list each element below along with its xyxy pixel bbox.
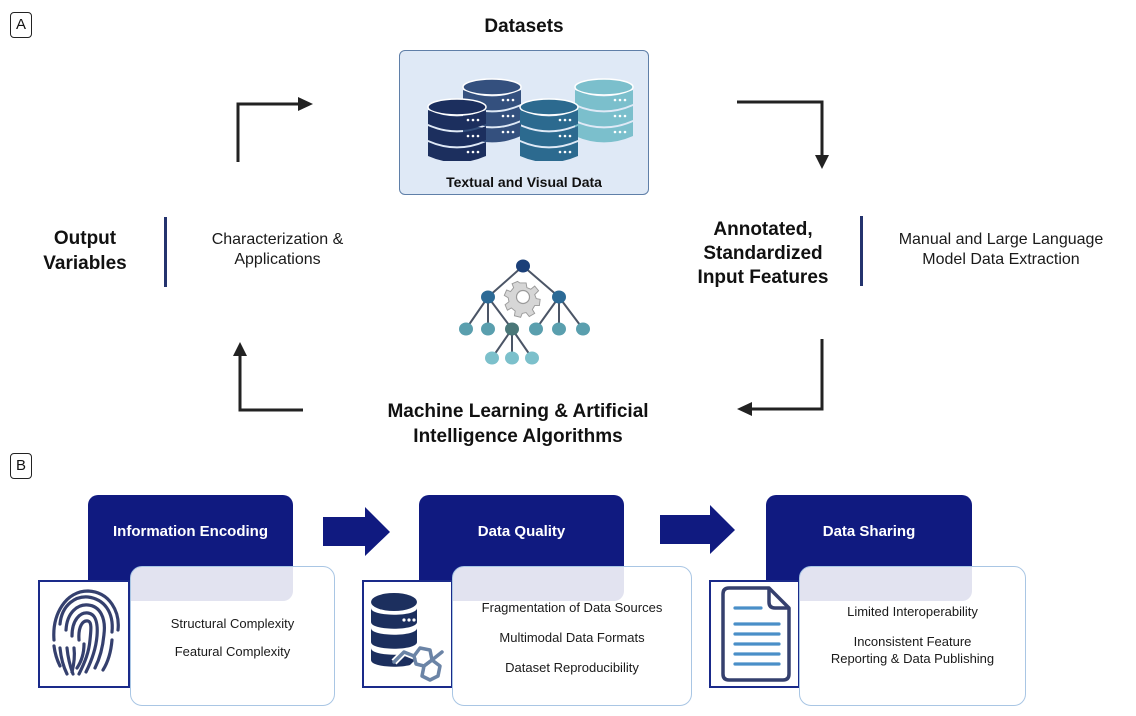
card-body-information-encoding: Structural Complexity Featural Complexit… — [130, 566, 335, 706]
arrowhead-down — [815, 155, 829, 169]
arrowhead-left — [737, 402, 752, 416]
output-variables-divider — [164, 217, 167, 287]
card-item: Reporting & Data Publishing — [830, 651, 995, 666]
card-title: Data Quality — [477, 523, 566, 540]
output-variables-description: Characterization & Applications — [185, 230, 370, 270]
arrow-output-to-datasets — [236, 102, 300, 162]
output-variables-title-line: Output — [53, 228, 117, 249]
card-title: Information Encoding — [113, 523, 268, 540]
panel-b-label: B — [10, 453, 32, 479]
arrow-algorithms-to-output — [238, 354, 303, 412]
input-features-title-line: Standardized — [703, 243, 823, 264]
datasets-title: Datasets — [484, 16, 564, 37]
card-body-data-sharing: Limited Interoperability Inconsistent Fe… — [799, 566, 1026, 706]
datasets-caption: Textual and Visual Data — [446, 174, 602, 190]
database-stack-icon — [427, 78, 634, 161]
card-item: Limited Interoperability — [847, 604, 978, 619]
flow-arrow-1 — [323, 507, 390, 556]
card-item: Featural Complexity — [174, 644, 291, 659]
arrow-features-to-algorithms — [750, 339, 824, 411]
card-icon-box — [709, 580, 800, 688]
arrowhead-up — [233, 342, 247, 356]
algorithms-title: Machine Learning & Artificial Intelligen… — [330, 399, 706, 449]
algorithms-title-line: Intelligence Algorithms — [413, 426, 623, 447]
card-item: Fragmentation of Data Sources — [481, 600, 663, 615]
input-features-description: Manual and Large Language Model Data Ext… — [868, 230, 1134, 270]
output-variables-desc-line: Applications — [234, 251, 321, 268]
arrowhead-right — [298, 97, 313, 111]
input-features-desc-line: Model Data Extraction — [922, 251, 1080, 268]
output-variables-desc-line: Characterization & — [211, 231, 344, 248]
flow-arrow-2 — [660, 505, 735, 554]
card-icon-box — [38, 580, 130, 688]
card-icon-box — [362, 580, 453, 688]
input-features-title-line: Annotated, — [713, 219, 813, 240]
database-cylinder-icon — [574, 78, 634, 143]
card-item: Dataset Reproducibility — [505, 660, 639, 675]
output-variables-title: Output Variables — [30, 226, 140, 276]
panel-a-label: A — [10, 12, 32, 38]
database-cylinder-icon — [519, 98, 579, 161]
card-item: Multimodal Data Formats — [499, 630, 645, 645]
decision-tree-gear-icon — [459, 259, 590, 365]
input-features-divider — [860, 216, 863, 286]
document-icon — [721, 586, 791, 682]
card-body-data-quality: Fragmentation of Data Sources Multimodal… — [452, 566, 692, 706]
card-title: Data Sharing — [822, 523, 916, 540]
fingerprint-icon — [52, 589, 120, 676]
card-item: Inconsistent Feature — [853, 634, 972, 649]
input-features-title-line: Input Features — [697, 267, 829, 288]
arrow-datasets-to-features — [737, 100, 824, 156]
input-features-title: Annotated, Standardized Input Features — [668, 218, 858, 290]
datasets-box: Textual and Visual Data — [399, 50, 649, 195]
algorithms-title-line: Machine Learning & Artificial — [387, 401, 649, 422]
input-features-desc-line: Manual and Large Language — [898, 231, 1104, 248]
output-variables-title-line: Variables — [43, 253, 127, 274]
card-item: Structural Complexity — [170, 616, 295, 631]
database-molecule-icon — [371, 593, 444, 686]
gear-icon — [503, 280, 541, 318]
database-cylinder-icon — [427, 98, 487, 161]
cycle-arrows — [233, 97, 829, 416]
